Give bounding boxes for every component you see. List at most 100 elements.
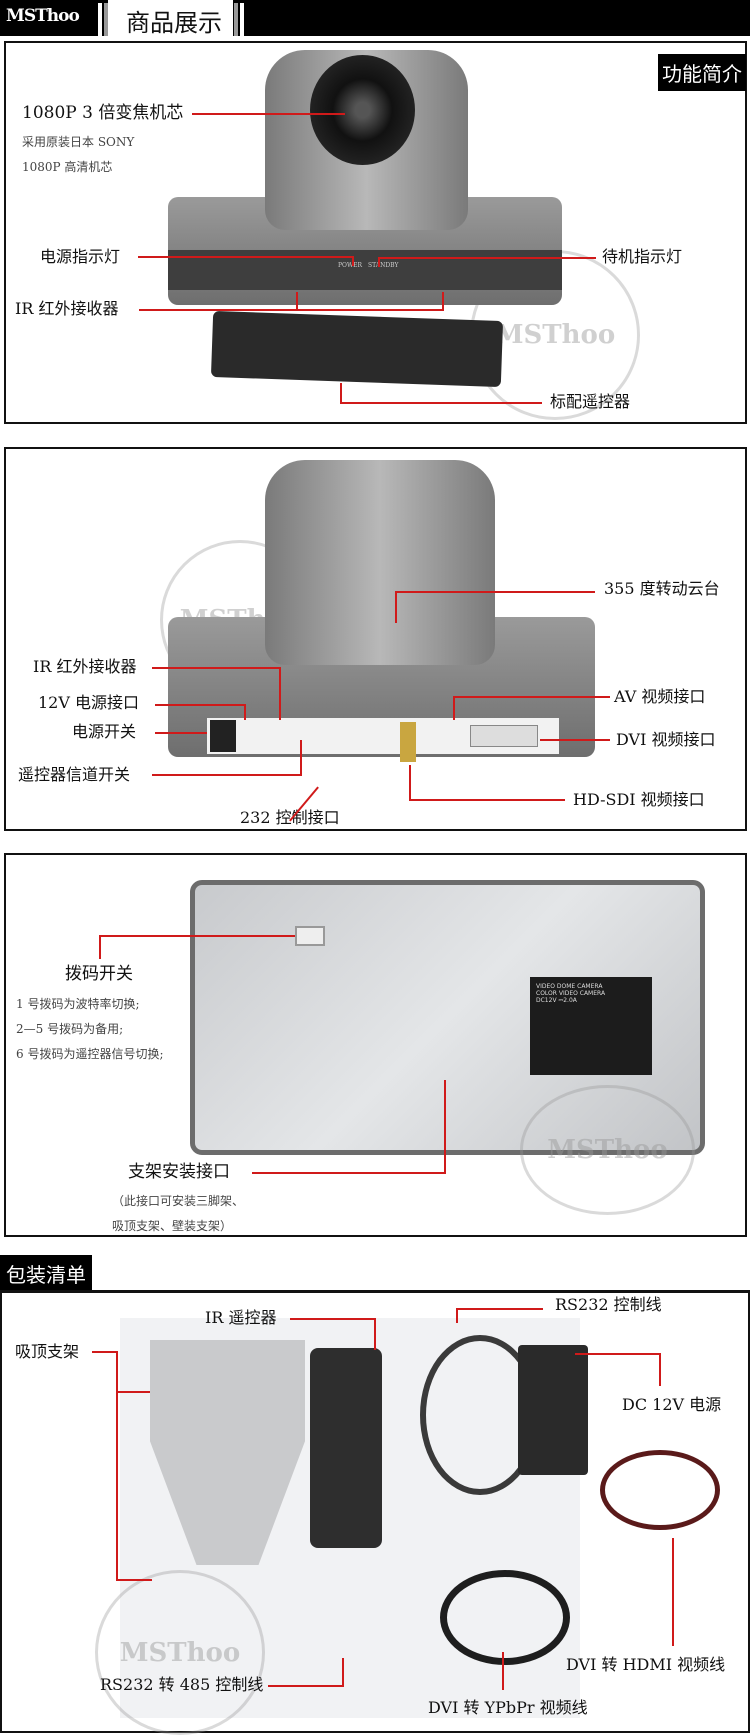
rs232-485-label: RS232 转 485 控制线 [100, 1675, 264, 1694]
callout-line [342, 1658, 344, 1687]
divider [98, 3, 102, 36]
callout-line [409, 799, 565, 801]
callout-line [155, 732, 207, 734]
dip-switch [295, 926, 325, 946]
divider [104, 3, 108, 36]
rs232-cable-label: RS232 控制线 [555, 1295, 662, 1314]
callout-line [152, 774, 301, 776]
callout-line [279, 667, 281, 720]
callout-line [155, 704, 245, 706]
callout-line [540, 739, 610, 741]
callout-line [100, 935, 295, 937]
section-tag: 功能简介 [658, 54, 746, 91]
callout-line [116, 1579, 152, 1581]
callout-line [457, 1308, 543, 1310]
dip-desc-3: 6 号拨码为遥控器信号切换; [16, 1047, 164, 1061]
callout-line [374, 1318, 376, 1350]
callout-line [442, 292, 444, 310]
brand-logo: MSThoo [6, 6, 80, 26]
callout-line [575, 1353, 661, 1355]
callout-line [672, 1538, 674, 1646]
ir-receiver-label: IR 红外接收器 [15, 299, 119, 318]
watermark-stamp: MSThoo [520, 1085, 695, 1215]
lens-label: 1080P 3 倍变焦机芯 [22, 103, 184, 123]
callout-line [456, 1308, 458, 1323]
callout-line [395, 591, 397, 623]
callout-line [252, 1172, 446, 1174]
divider [234, 3, 238, 36]
ir-remote [310, 1348, 382, 1548]
power-port-label: 12V 电源接口 [38, 693, 140, 712]
hdmi-cable [600, 1450, 720, 1530]
callout-line [395, 591, 595, 593]
remote-control [210, 310, 504, 388]
watermark-stamp: MSThoo [95, 1570, 265, 1735]
dip-desc-1: 1 号拨码为波特率切换; [16, 997, 140, 1011]
spec-label-plate: VIDEO DOME CAMERA COLOR VIDEO CAMERA DC1… [530, 977, 652, 1075]
ypbpr-cable [440, 1570, 570, 1665]
callout-line [244, 704, 246, 720]
mount-desc-2: 吸顶支架、壁装支架） [112, 1219, 233, 1233]
lens-sub2: 1080P 高清机芯 [22, 160, 113, 174]
callout-line [378, 257, 380, 267]
callout-line [290, 1318, 376, 1320]
av-port-label: AV 视频接口 [614, 687, 706, 706]
mount-label: 支架安装接口 [128, 1162, 230, 1182]
features-panel [4, 41, 747, 424]
dvi-connector [470, 725, 538, 747]
power-led-text: POWER [338, 262, 363, 269]
callout-line [659, 1353, 661, 1386]
sdi-port-label: HD-SDI 视频接口 [573, 790, 705, 809]
camera-lens [310, 55, 415, 165]
callout-line [453, 696, 610, 698]
callout-line [116, 1351, 118, 1581]
dc-power-label: DC 12V 电源 [622, 1395, 722, 1414]
ir-remote-label: IR 遥控器 [205, 1308, 277, 1327]
callout-line [444, 1080, 446, 1174]
power-switch-label: 电源开关 [72, 722, 137, 741]
rear-panel [4, 447, 747, 831]
ir-receiver-label: IR 红外接收器 [33, 657, 137, 676]
dvi-ypbpr-label: DVI 转 YPbPr 视频线 [428, 1698, 588, 1717]
power-led-label: 电源指示灯 [40, 247, 121, 266]
callout-line [340, 402, 542, 404]
callout-line [152, 667, 280, 669]
power-adapter [518, 1345, 588, 1475]
channel-switch-label: 遥控器信道开关 [18, 765, 131, 784]
dvi-port-label: DVI 视频接口 [616, 730, 716, 749]
lens-sub1: 采用原装日本 SONY [22, 135, 135, 149]
callout-line [138, 256, 353, 258]
callout-line [99, 935, 101, 959]
callout-line [409, 765, 411, 801]
page-title: 商品展示 [108, 0, 233, 37]
callout-line [352, 256, 354, 266]
standby-led-label: 待机指示灯 [602, 247, 683, 266]
callout-line [116, 1391, 150, 1393]
mount-desc-1: （此接口可安装三脚架、 [112, 1194, 245, 1208]
callout-line [300, 740, 302, 776]
callout-line [296, 292, 298, 310]
callout-line [192, 113, 345, 115]
ceiling-mount-label: 吸顶支架 [15, 1342, 80, 1361]
callout-line [502, 1652, 504, 1690]
power-switch [210, 720, 236, 752]
callout-line [139, 309, 444, 311]
pan-tilt-label: 355 度转动云台 [604, 579, 720, 598]
plate-text: DC12V ⎓2.0A [536, 997, 577, 1004]
section-tag: 包装清单 [0, 1255, 92, 1290]
standby-led-text: STANDBY [368, 262, 399, 269]
dip-switch-label: 拨码开关 [65, 964, 133, 984]
dip-desc-2: 2—5 号拨码为备用; [16, 1022, 124, 1036]
remote-label: 标配遥控器 [550, 392, 631, 411]
plate-text: COLOR VIDEO CAMERA [536, 990, 606, 997]
dvi-hdmi-label: DVI 转 HDMI 视频线 [566, 1655, 726, 1674]
callout-line [268, 1685, 344, 1687]
callout-line [340, 383, 342, 403]
callout-line [378, 257, 596, 259]
camera-head [265, 460, 495, 665]
divider [240, 3, 244, 36]
sdi-connector [400, 722, 416, 762]
callout-line [453, 696, 455, 720]
callout-line [92, 1351, 118, 1353]
plate-text: VIDEO DOME CAMERA [536, 983, 603, 990]
